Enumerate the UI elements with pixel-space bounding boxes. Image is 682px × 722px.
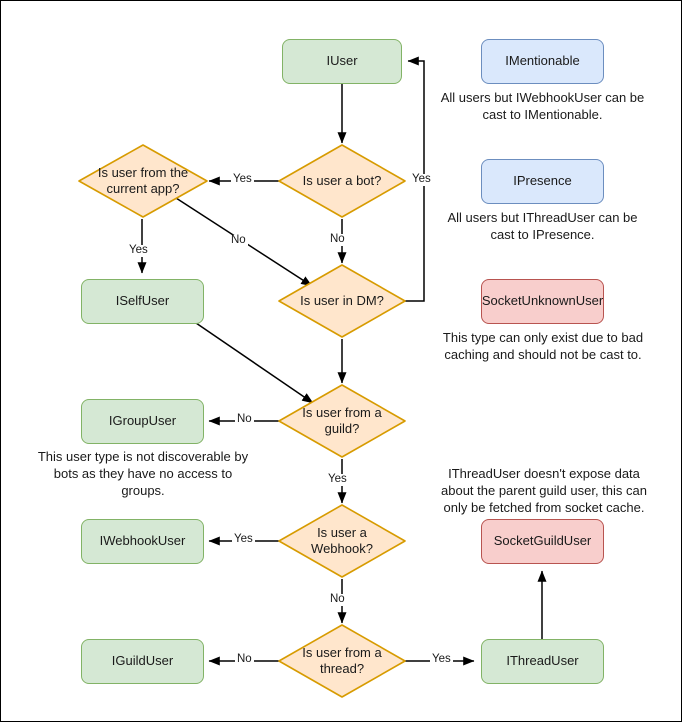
- edge-label-isthread-yes: Yes: [430, 653, 453, 666]
- node-igroupuser-label: IGroupUser: [108, 413, 177, 429]
- node-is-guild-label: Is user from a guild?: [302, 404, 382, 436]
- node-is-thread[interactable]: Is user from a thread?: [277, 623, 407, 699]
- diamond-shape: [78, 144, 208, 218]
- caption-socketunknownuser: This type can only exist due to bad cach…: [442, 330, 644, 362]
- edge-label-isguild-yes: Yes: [326, 473, 349, 486]
- caption-socketguilduser: IThreadUser doesn't expose data about th…: [441, 466, 647, 515]
- node-ipresence[interactable]: IPresence: [481, 159, 604, 204]
- node-socketunknownuser[interactable]: SocketUnknownUser: [481, 279, 604, 324]
- node-imentionable-label: IMentionable: [505, 53, 580, 69]
- node-is-webhook-label: Is user a Webhook?: [311, 524, 373, 556]
- caption-igroupuser: This user type is not discoverable by bo…: [37, 449, 249, 498]
- caption-ipresence: All users but IThreadUser can be cast to…: [447, 210, 638, 242]
- node-socketguilduser-label: SocketGuildUser: [493, 533, 592, 549]
- diamond-shape: [278, 384, 406, 458]
- edge-label-isbot-no: No: [328, 233, 347, 246]
- edge-label-isdm-yes: Yes: [410, 173, 433, 186]
- caption-imentionable: All users but IWebhookUser can be cast t…: [440, 90, 645, 122]
- node-igroupuser[interactable]: IGroupUser: [81, 399, 204, 444]
- node-iwebhookuser-label: IWebhookUser: [99, 533, 186, 549]
- node-iselfuser[interactable]: ISelfUser: [81, 279, 204, 324]
- node-socketunknownuser-label: SocketUnknownUser: [481, 293, 604, 309]
- diamond-shape: [278, 624, 406, 698]
- node-is-dm-label: Is user in DM?: [300, 292, 384, 308]
- diamond-shape: [278, 504, 406, 578]
- node-ithreaduser-label: IThreadUser: [506, 653, 579, 669]
- edge-label-currentapp-yes: Yes: [127, 244, 150, 257]
- node-is-current-app-label: Is user from the current app?: [97, 164, 189, 196]
- node-is-bot[interactable]: Is user a bot?: [277, 143, 407, 219]
- node-is-dm[interactable]: Is user in DM?: [277, 263, 407, 339]
- node-iguilduser[interactable]: IGuildUser: [81, 639, 204, 684]
- node-ithreaduser[interactable]: IThreadUser: [481, 639, 604, 684]
- node-iuser-label: IUser: [326, 53, 358, 69]
- node-socketguilduser[interactable]: SocketGuildUser: [481, 519, 604, 564]
- edge-label-isthread-no: No: [235, 653, 254, 666]
- node-is-bot-label: Is user a bot?: [302, 172, 382, 188]
- node-iuser[interactable]: IUser: [282, 39, 402, 84]
- edge-label-currentapp-no: No: [229, 234, 248, 247]
- node-is-guild[interactable]: Is user from a guild?: [277, 383, 407, 459]
- node-iguilduser-label: IGuildUser: [111, 653, 174, 669]
- diamond-shape: [278, 144, 406, 218]
- node-imentionable[interactable]: IMentionable: [481, 39, 604, 84]
- edge-label-iswebhook-no: No: [328, 593, 347, 606]
- node-ipresence-label: IPresence: [513, 173, 572, 189]
- node-is-webhook[interactable]: Is user a Webhook?: [277, 503, 407, 579]
- node-iwebhookuser[interactable]: IWebhookUser: [81, 519, 204, 564]
- node-iselfuser-label: ISelfUser: [115, 293, 170, 309]
- node-is-current-app[interactable]: Is user from the current app?: [77, 143, 209, 219]
- diamond-shape: [278, 264, 406, 338]
- node-is-thread-label: Is user from a thread?: [302, 644, 382, 676]
- edge-label-isguild-no: No: [235, 413, 254, 426]
- edge-label-isbot-yes: Yes: [231, 173, 254, 186]
- edge-label-iswebhook-yes: Yes: [232, 533, 255, 546]
